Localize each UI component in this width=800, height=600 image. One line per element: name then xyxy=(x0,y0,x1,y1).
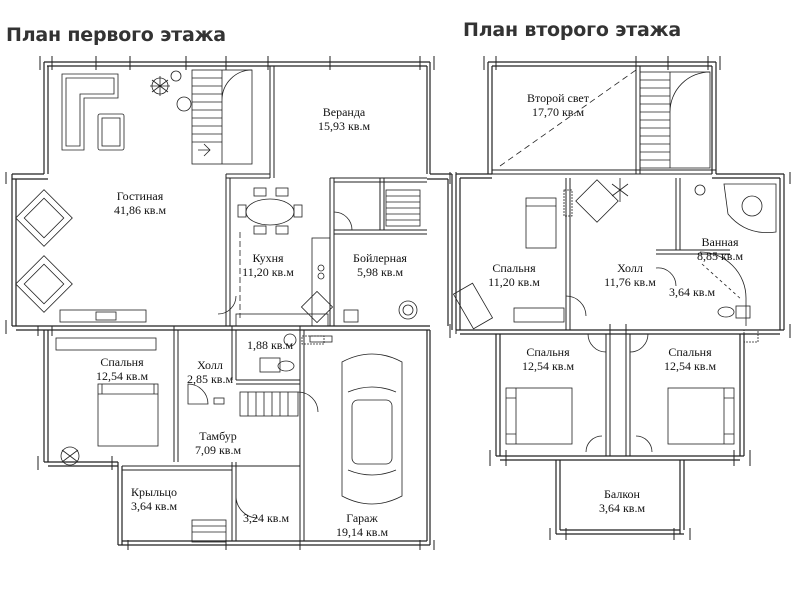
room-name: Крыльцо xyxy=(131,485,177,499)
first-floor-plan xyxy=(5,56,457,550)
room-name: Бойлерная xyxy=(353,251,407,265)
room-area: 12,54 кв.м xyxy=(96,369,148,383)
second-floor-title: План второго этажа xyxy=(463,19,681,41)
room-area: 41,86 кв.м xyxy=(114,203,166,217)
room-area: 12,54 кв.м xyxy=(664,359,716,373)
room-name: Спальня xyxy=(100,355,144,369)
room-name: Второй свет xyxy=(527,91,590,105)
room-area: 2,85 кв.м xyxy=(187,372,233,386)
room-name: Холл xyxy=(197,358,223,372)
room-name: Спальня xyxy=(492,261,536,275)
room-name: Ванная xyxy=(701,235,739,249)
room-name: Спальня xyxy=(526,345,570,359)
room-area: 3,24 кв.м xyxy=(243,511,289,525)
room-name: Гостиная xyxy=(117,189,164,203)
second-floor-labels: Второй свет 17,70 кв.м Спальня 11,20 кв.… xyxy=(488,91,743,515)
first-floor-interior-walls xyxy=(122,66,427,541)
room-name: Кухня xyxy=(252,251,284,265)
first-floor-title: План первого этажа xyxy=(6,24,226,46)
first-floor-furniture xyxy=(15,70,418,543)
room-area: 7,09 кв.м xyxy=(195,443,241,457)
room-area: 8,85 кв.м xyxy=(697,249,743,263)
room-area: 17,70 кв.м xyxy=(532,105,584,119)
second-floor-plan xyxy=(449,56,791,540)
room-name: Веранда xyxy=(323,105,366,119)
room-area: 15,93 кв.м xyxy=(318,119,370,133)
room-name: Гараж xyxy=(346,511,378,525)
room-name: Холл xyxy=(617,261,643,275)
second-floor-features xyxy=(452,69,777,453)
room-area: 5,98 кв.м xyxy=(357,265,403,279)
first-floor-log-ends xyxy=(5,56,457,550)
room-area: 3,64 кв.м xyxy=(131,499,177,513)
room-area: 3,64 кв.м xyxy=(669,285,715,299)
room-name: Тамбур xyxy=(199,429,237,443)
second-floor-outer-walls xyxy=(455,61,785,535)
room-area: 1,88 кв.м xyxy=(247,338,293,352)
room-area: 11,76 кв.м xyxy=(604,275,656,289)
room-name: Балкон xyxy=(604,487,641,501)
room-area: 3,64 кв.м xyxy=(599,501,645,515)
first-floor-labels: Гостиная 41,86 кв.м Веранда 15,93 кв.м К… xyxy=(96,105,407,539)
room-area: 19,14 кв.м xyxy=(336,525,388,539)
room-area: 11,20 кв.м xyxy=(488,275,540,289)
first-floor-doors xyxy=(187,211,353,519)
room-area: 11,20 кв.м xyxy=(242,265,294,279)
room-name: Спальня xyxy=(668,345,712,359)
first-floor-stairs xyxy=(191,69,421,417)
second-floor-log-ends xyxy=(449,56,791,540)
first-floor-outer-walls xyxy=(11,61,453,546)
room-area: 12,54 кв.м xyxy=(522,359,574,373)
